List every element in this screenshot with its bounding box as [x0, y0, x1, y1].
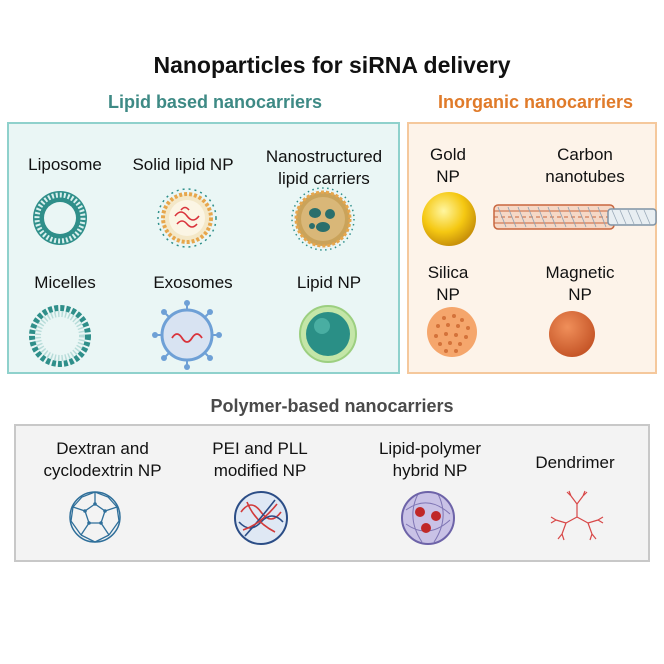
lipid-polymer-hybrid-label: Lipid-polymer hybrid NP: [378, 439, 482, 480]
lipid-section-title: Lipid based nanocarriers: [107, 92, 323, 112]
silica-np-icon: [427, 307, 477, 357]
gold-np-label: Gold NP: [430, 145, 466, 186]
figure-title: Nanoparticles for siRNA delivery: [153, 52, 511, 78]
solid-lipid-np-icon: [157, 188, 217, 248]
solid-lipid-np-label: Solid lipid NP: [132, 155, 234, 174]
exosomes-label: Exosomes: [153, 273, 233, 292]
magnetic-np-icon: [549, 311, 595, 357]
lipid-polymer-hybrid-icon: [401, 491, 455, 545]
nlc-label: Nanostructured lipid carriers: [265, 147, 383, 188]
pei-pll-np-icon: [234, 491, 288, 545]
carbon-nanotubes-label: Carbon nanotubes: [545, 145, 625, 186]
pei-pll-np-label: PEI and PLL modified NP: [212, 439, 308, 480]
exosome-icon: [152, 300, 222, 370]
dendrimer-icon: [550, 490, 604, 541]
dextran-np-label: Dextran and cyclodextrin NP: [43, 439, 162, 480]
fullerene-icon: [69, 491, 121, 543]
magnetic-np-label: Magnetic NP: [545, 263, 615, 304]
nlc-icon: [291, 187, 355, 251]
silica-np-label: Silica NP: [427, 263, 469, 304]
carbon-nanotube-icon: [493, 204, 657, 230]
polymer-panel: [14, 424, 650, 562]
lipid-np-icon: [299, 305, 357, 363]
micelle-icon: [29, 305, 91, 367]
liposome-icon: [33, 191, 87, 245]
micelles-label: Micelles: [34, 273, 96, 292]
gold-np-icon: [422, 192, 476, 246]
polymer-section-title: Polymer-based nanocarriers: [210, 396, 454, 416]
lipid-np-label: Lipid NP: [296, 273, 362, 292]
dendrimer-label: Dendrimer: [535, 453, 615, 472]
liposome-label: Liposome: [28, 155, 102, 174]
inorganic-section-title: Inorganic nanocarriers: [437, 92, 634, 112]
